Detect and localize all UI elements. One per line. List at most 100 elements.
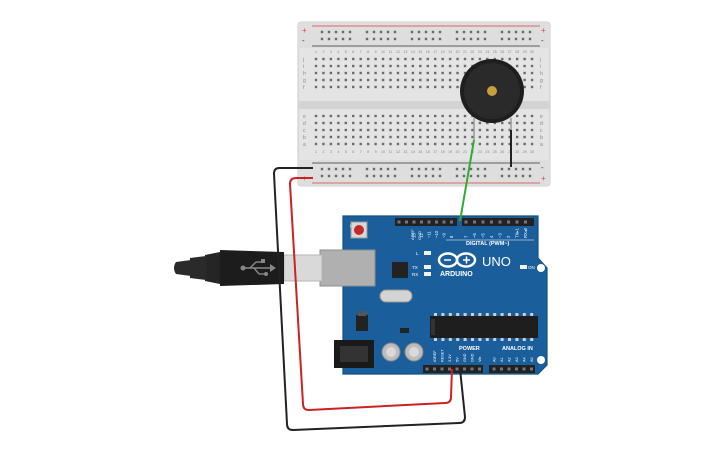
- chip-pin: [515, 313, 519, 316]
- column-number: 16: [426, 50, 430, 54]
- breadboard-hole: [448, 135, 452, 139]
- chip-pin: [478, 313, 482, 316]
- breadboard-hole: [419, 114, 422, 118]
- column-number: 7: [360, 150, 362, 154]
- breadboard-hole: [486, 142, 489, 146]
- breadboard-hole: [396, 78, 400, 82]
- red-wire-5v[interactable]: [288, 177, 453, 412]
- breadboard-hole: [314, 71, 318, 75]
- breadboard-hole: [344, 78, 347, 82]
- rail-hole: [507, 37, 511, 41]
- arduino-infinity-logo: [437, 252, 477, 268]
- breadboard-hole: [456, 128, 459, 132]
- rail-hole: [393, 37, 397, 41]
- breadboard-hole: [434, 114, 437, 118]
- breadboard-hole: [352, 128, 355, 132]
- digital-pin-label: ~10: [434, 230, 439, 238]
- column-number: 19: [448, 150, 452, 154]
- breadboard-hole: [523, 114, 526, 118]
- breadboard-hole: [352, 142, 355, 146]
- rail-hole: [386, 37, 390, 41]
- column-number: 11: [389, 50, 393, 54]
- header-hole: [420, 220, 423, 224]
- rail-hole: [386, 30, 390, 34]
- header-hole: [507, 220, 510, 224]
- usb-cable[interactable]: [174, 249, 376, 287]
- column-number: 10: [381, 50, 385, 54]
- breadboard-hole: [426, 57, 429, 61]
- row-letter: d: [303, 121, 306, 127]
- rail-plus-label: +: [302, 26, 307, 35]
- breadboard-hole: [389, 121, 392, 125]
- breadboard-hole: [337, 121, 340, 125]
- breadboard-hole: [448, 57, 452, 61]
- breadboard-hole: [441, 135, 444, 139]
- chip-pin: [434, 313, 437, 316]
- rail-hole: [341, 174, 345, 178]
- rail-hole: [372, 174, 376, 178]
- breadboard-hole: [404, 142, 407, 146]
- header-hole: [507, 367, 511, 371]
- breadboard-hole: [366, 128, 370, 132]
- breadboard-hole: [396, 71, 400, 75]
- led-l: [424, 251, 431, 255]
- smd-component: [400, 328, 409, 333]
- breadboard-hole: [486, 57, 489, 61]
- breadboard-hole: [374, 57, 377, 61]
- rail-hole: [476, 167, 480, 171]
- breadboard-hole: [374, 114, 377, 118]
- breadboard-hole: [508, 128, 511, 132]
- header-hole: [455, 367, 459, 371]
- digital-pin-label: 8: [449, 235, 454, 238]
- rail-hole: [483, 30, 487, 34]
- rail-hole: [528, 37, 532, 41]
- breadboard-hole: [359, 142, 362, 146]
- rail-hole: [514, 167, 518, 171]
- header-hole: [478, 367, 481, 371]
- green-wire-pin8[interactable]: [459, 139, 475, 222]
- rail-hole: [424, 37, 428, 41]
- digital-pin-label: ~6: [472, 233, 477, 238]
- breadboard-hole: [478, 57, 482, 61]
- breadboard-hole: [352, 135, 355, 139]
- piezo-buzzer[interactable]: [460, 59, 524, 140]
- rail-hole: [431, 167, 435, 171]
- chip-pin: [508, 313, 511, 316]
- breadboard-hole: [523, 85, 526, 89]
- rail-hole: [455, 167, 459, 171]
- led-tx-label: TX: [412, 265, 418, 270]
- breadboard-hole: [381, 57, 385, 61]
- rail-hole: [320, 174, 324, 178]
- header-hole: [425, 367, 429, 371]
- column-number: 6: [352, 150, 354, 154]
- breadboard-hole: [530, 71, 534, 75]
- rail-hole: [327, 37, 331, 41]
- breadboard-hole: [441, 78, 444, 82]
- breadboard-hole: [478, 128, 482, 132]
- breadboard-hole: [441, 71, 444, 75]
- row-letter: h: [303, 71, 306, 77]
- breadboard-hole: [508, 121, 511, 125]
- black-wire-gnd[interactable]: [272, 167, 467, 432]
- breadboard-hole: [381, 128, 385, 132]
- chip-pin: [478, 338, 482, 341]
- breadboard-hole: [411, 57, 415, 61]
- breadboard-hole: [486, 128, 489, 132]
- breadboard-hole: [448, 142, 452, 146]
- breadboard-hole: [404, 57, 407, 61]
- breadboard-hole: [463, 121, 467, 125]
- digital-pin-label: RX◂0: [523, 227, 528, 238]
- analog-header: [489, 365, 535, 373]
- header-hole: [435, 220, 438, 224]
- breadboard-hole: [530, 128, 534, 132]
- column-number: 12: [396, 150, 400, 154]
- column-number: 4: [337, 50, 339, 54]
- column-number: 26: [500, 50, 504, 54]
- chip-pin: [463, 338, 467, 341]
- breadboard-hole: [314, 85, 318, 89]
- rail-hole: [462, 30, 466, 34]
- rail-hole: [483, 37, 487, 41]
- reset-button-cap[interactable]: [354, 225, 364, 235]
